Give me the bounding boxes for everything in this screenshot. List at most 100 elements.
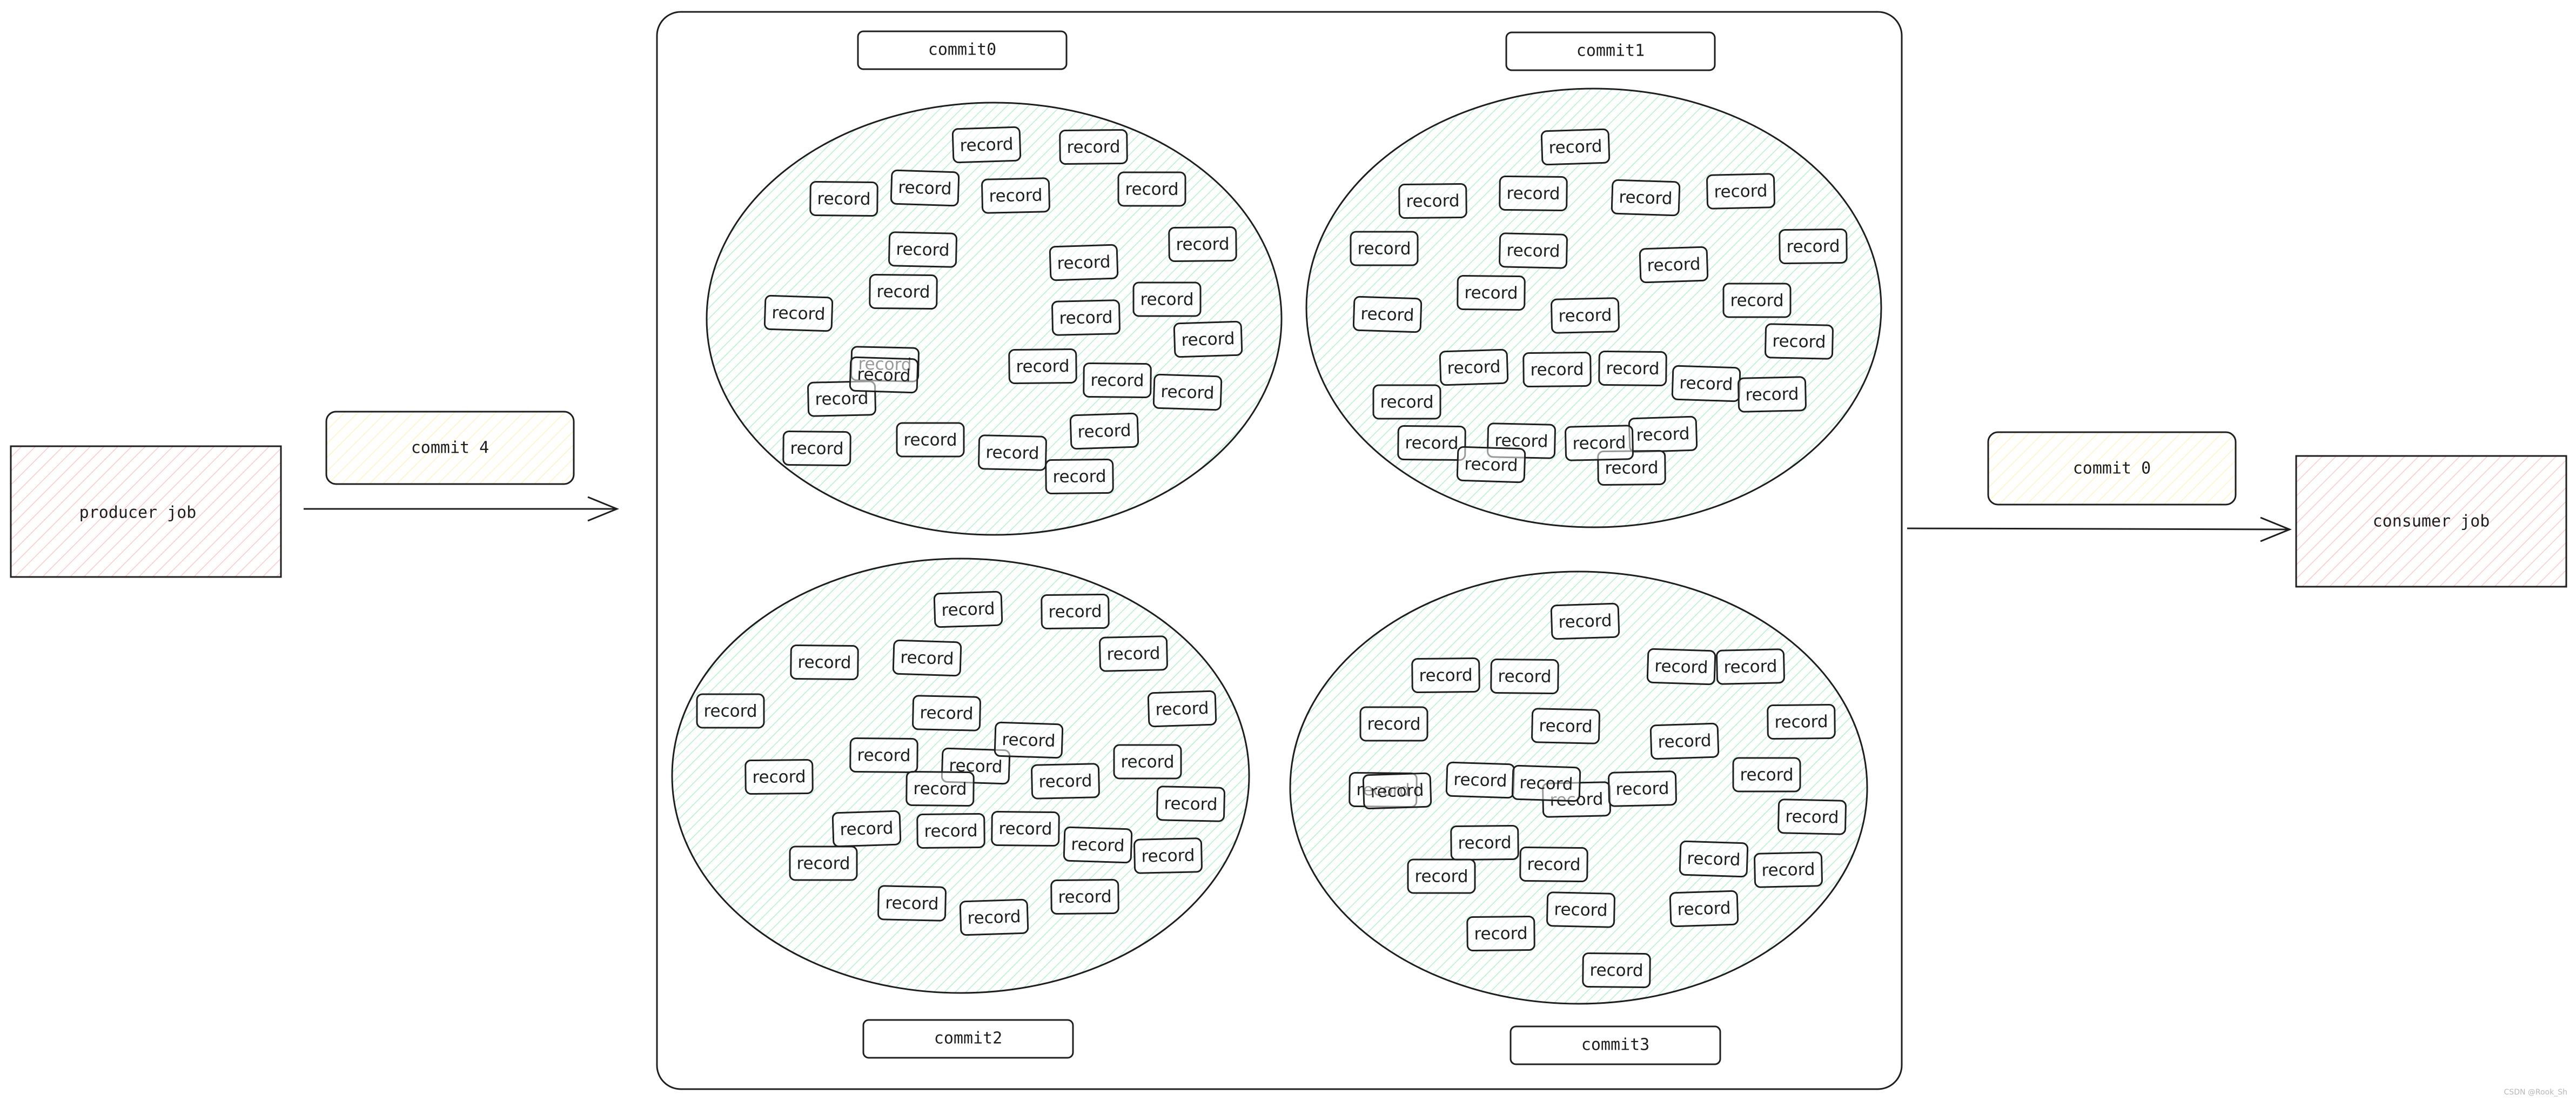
record-chip-border (1598, 350, 1667, 387)
record-label: record (924, 821, 977, 841)
record-chip: record (1646, 648, 1716, 686)
record-chip: record (1398, 183, 1467, 219)
record-chip: record (1445, 761, 1515, 799)
record-chip: record (1519, 846, 1588, 883)
record-chip-border (869, 273, 938, 310)
record-chip: record (782, 430, 851, 467)
record-chip: record (1608, 770, 1677, 807)
record-label: record (1090, 371, 1144, 391)
record-chip: record (1767, 703, 1836, 740)
record-chip-border (1550, 602, 1620, 640)
record-chip: record (981, 177, 1050, 214)
record-label: record (1059, 307, 1113, 328)
record-chip-border (1411, 657, 1480, 694)
record-chip-border (763, 294, 834, 332)
record-chip: record (1669, 890, 1739, 928)
record-label: record (1002, 730, 1056, 751)
record-chip-border (1063, 826, 1133, 864)
record-chip: record (1611, 179, 1681, 217)
record-chip: record (1168, 226, 1237, 263)
record-chip: record (1350, 231, 1419, 266)
record-label: record (1453, 770, 1507, 791)
record-label: record (772, 303, 826, 324)
record-chip-border (1679, 840, 1749, 878)
record-label: record (1052, 467, 1106, 487)
record-chip: record (1499, 232, 1568, 269)
record-label: record (1464, 283, 1518, 303)
commit-label-0-text: commit0 (928, 41, 996, 59)
record-chip: record (1045, 458, 1114, 495)
record-chip: record (912, 695, 981, 731)
record-label: record (1370, 781, 1424, 802)
record-chip: record (1522, 351, 1592, 388)
record-chip-border (892, 639, 962, 677)
record-chip: record (877, 885, 947, 922)
record-label: record (1447, 357, 1501, 378)
record-chip-border (1646, 648, 1716, 686)
record-chip-border (1352, 296, 1423, 333)
record-chip: record (1439, 348, 1509, 386)
record-label: record (1406, 191, 1459, 211)
record-chip-border (981, 177, 1050, 214)
record-chip: record (763, 294, 834, 332)
record-label: record (1619, 187, 1673, 209)
record-chip: record (978, 434, 1047, 471)
record-chip: record (1531, 708, 1600, 744)
record-label: record (903, 431, 957, 450)
record-chip-border (1649, 722, 1720, 760)
record-chip-border (1608, 770, 1677, 807)
record-chip-border (1173, 320, 1243, 358)
record-label: record (1530, 360, 1584, 380)
record-chip-border (1582, 952, 1651, 989)
record-chip-border (1117, 171, 1186, 207)
record-label: record (1038, 771, 1092, 791)
record-chip-border (1398, 183, 1467, 219)
record-label: record (840, 818, 894, 840)
record-chip: record (1113, 744, 1182, 780)
record-label: record (1048, 602, 1102, 622)
record-label: record (1740, 766, 1793, 785)
record-chip: record (1732, 757, 1801, 793)
record-label: record (1589, 961, 1643, 981)
record-label: record (1615, 778, 1669, 799)
record-chip-border (1168, 226, 1237, 263)
commit-label-3: commit3 (1510, 1025, 1721, 1065)
record-label: record (1141, 845, 1195, 866)
record-chip: record (1083, 362, 1152, 399)
record-chip: record (890, 169, 960, 207)
record-chip-border (978, 434, 1047, 471)
record-chip: record (1738, 376, 1807, 413)
record-chip-border (809, 180, 878, 217)
record-chip-border (831, 810, 902, 848)
record-chip: record (1156, 786, 1225, 822)
record-chip: record (1779, 228, 1848, 265)
record-chip-border (1133, 837, 1203, 874)
record-label: record (1606, 359, 1659, 379)
record-chip: record (789, 845, 858, 881)
record-chip: record (1152, 373, 1223, 411)
record-chip-border (1611, 179, 1681, 217)
record-chip: record (1540, 128, 1611, 166)
commit-group-2: record record record record record record reco… (671, 558, 1250, 994)
record-chip-border (1511, 764, 1581, 802)
record-chip: record (905, 770, 975, 807)
record-chip: record (1041, 593, 1110, 630)
record-chip-border (1008, 348, 1077, 385)
record-label: record (1786, 237, 1840, 257)
record-chip: record (1582, 952, 1651, 989)
record-chip-border (1362, 772, 1432, 810)
record-chip-border (1490, 658, 1559, 695)
record-chip-border (1779, 228, 1848, 265)
record-label: record (1687, 849, 1741, 870)
record-label: record (1714, 181, 1768, 202)
record-label: record (1121, 753, 1174, 772)
record-chip-border (905, 770, 975, 807)
record-chip-border (1359, 706, 1428, 742)
record-chip-border (896, 422, 965, 458)
record-label: record (998, 819, 1052, 839)
record-label: record (1458, 833, 1511, 853)
record-chip-border (790, 644, 859, 681)
record-chip: record (1457, 274, 1526, 311)
record-chip-border (1466, 915, 1535, 952)
